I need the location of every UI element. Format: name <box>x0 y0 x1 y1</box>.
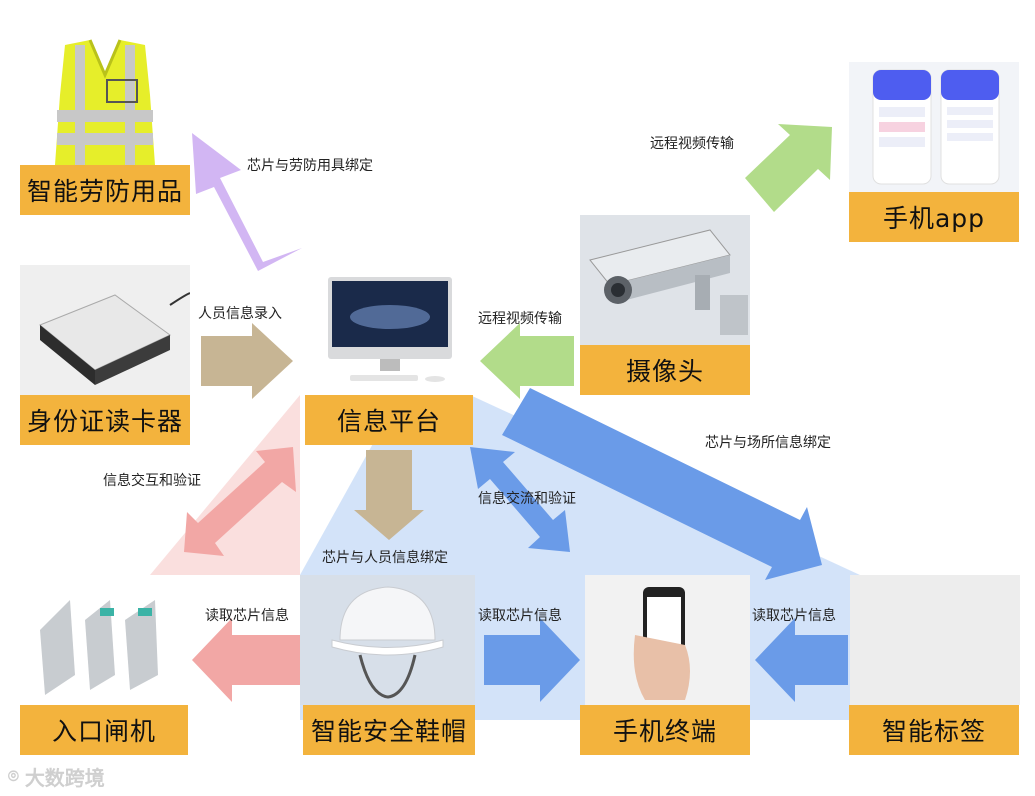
purple-arrow <box>192 133 302 271</box>
edge-read-chip-gate: 读取芯片信息 <box>205 608 289 624</box>
blue-arrow-from-tag <box>755 618 848 702</box>
edge-read-chip-tag: 读取芯片信息 <box>752 608 836 624</box>
pink-double-arrow <box>184 447 296 556</box>
blue-arrow-phone <box>484 618 580 702</box>
edge-chip-place: 芯片与场所信息绑定 <box>705 435 831 451</box>
tan-arrow-entry <box>201 323 293 399</box>
pink-arrow-gate <box>192 618 300 702</box>
camera-image <box>580 215 750 345</box>
node-phone: 手机终端 <box>580 705 750 755</box>
edge-remote-video-platform: 远程视频传输 <box>478 311 562 327</box>
edge-info-interact: 信息交互和验证 <box>103 473 201 489</box>
green-arrow-app <box>745 124 832 212</box>
edge-read-chip-phone: 读取芯片信息 <box>478 608 562 624</box>
ppe-vest-image <box>45 35 165 170</box>
watermark: ⌾ 大数跨境 <box>8 762 105 791</box>
node-tag: 智能标签 <box>849 705 1019 755</box>
id-reader-image <box>20 265 190 395</box>
blue-double-arrow <box>470 447 570 552</box>
edge-chip-person: 芯片与人员信息绑定 <box>322 550 448 566</box>
node-id-reader: 身份证读卡器 <box>20 395 190 445</box>
node-mobile-app: 手机app <box>849 192 1019 242</box>
phone-image <box>585 575 750 705</box>
green-arrow-camera <box>480 323 574 399</box>
node-gate: 入口闸机 <box>20 705 188 755</box>
gate-image <box>30 580 170 700</box>
tan-arrow-down <box>354 450 424 540</box>
blue-arrow-tag <box>502 388 822 580</box>
imac-image <box>320 275 460 390</box>
node-camera: 摄像头 <box>580 345 750 395</box>
helmet-image <box>300 575 475 705</box>
watermark-text: 大数跨境 <box>24 766 105 790</box>
mobile-app-image <box>849 62 1019 192</box>
edge-info-exchange: 信息交流和验证 <box>478 491 576 507</box>
node-platform: 信息平台 <box>305 395 473 445</box>
edge-person-entry: 人员信息录入 <box>198 306 282 322</box>
node-helmet: 智能安全鞋帽 <box>303 705 475 755</box>
edge-remote-video-app: 远程视频传输 <box>650 136 734 152</box>
node-ppe: 智能劳防用品 <box>20 165 190 215</box>
tag-image <box>850 575 1020 705</box>
edge-chip-ppe: 芯片与劳防用具绑定 <box>247 158 373 174</box>
watermark-logo-icon: ⌾ <box>8 766 19 787</box>
